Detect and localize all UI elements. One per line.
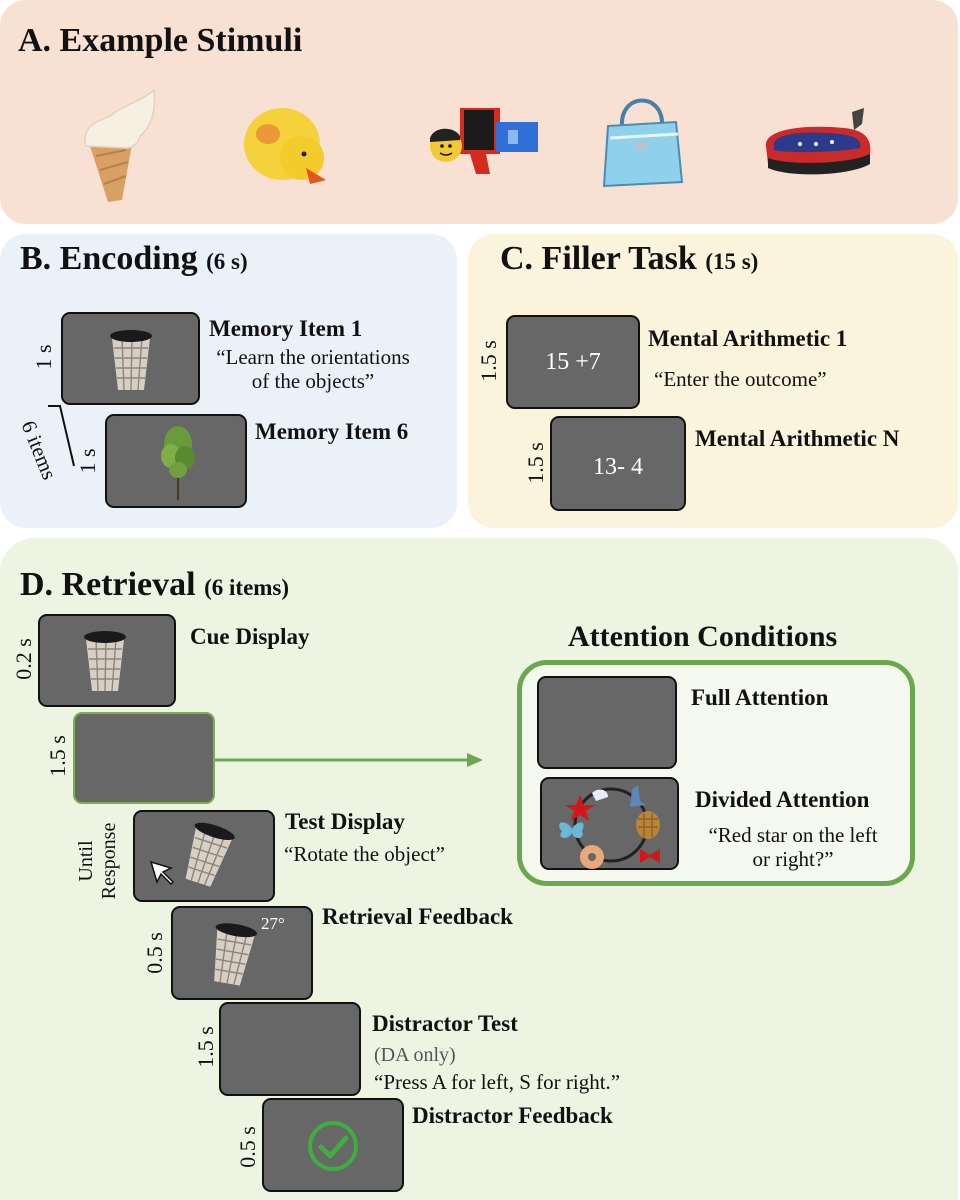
panel-d-title: D. Retrieval (6 items)	[20, 566, 290, 603]
divided-attention-label: Divided Attention	[695, 787, 870, 812]
distractor-time: 1.5 s	[193, 1026, 218, 1068]
lego-figure-icon	[430, 108, 538, 174]
tree-icon	[161, 426, 195, 500]
arithmetic-1-screen: 15 +7	[506, 315, 640, 409]
distractor-test-screen	[219, 1002, 361, 1096]
panel-a-title: A. Example Stimuli	[18, 22, 303, 59]
checkmark-icon	[308, 1121, 358, 1171]
encoding-time-2: 1 s	[75, 448, 100, 474]
attention-arrow	[215, 753, 483, 767]
divided-attention-screen	[540, 777, 679, 870]
star-icon	[565, 795, 595, 821]
distractor-feedback-time: 0.5 s	[235, 1126, 260, 1168]
arithmetic-1-problem: 15 +7	[545, 349, 601, 375]
arithmetic-1-label: Mental Arithmetic 1	[648, 326, 848, 351]
cue-display-label: Cue Display	[190, 624, 310, 649]
arithmetic-n-problem: 13- 4	[593, 454, 643, 480]
attention-conditions-title: Attention Conditions	[568, 620, 838, 653]
bow-icon	[640, 849, 660, 863]
retrieval-feedback-screen: 27°	[171, 906, 313, 1000]
memory-item-1-screen	[61, 312, 200, 405]
distractor-prompt: “Press A for left, S for right.”	[374, 1070, 621, 1094]
ice-cream-icon	[84, 88, 156, 202]
distractor-da-only: (DA only)	[374, 1044, 456, 1066]
rotated-coffee-cup-icon	[185, 822, 235, 887]
distractor-test-label: Distractor Test	[372, 1011, 518, 1036]
encoding-time-1: 1 s	[31, 344, 56, 370]
arithmetic-time-1: 1.5 s	[476, 340, 501, 382]
cue-time: 0.2 s	[11, 638, 36, 680]
test-display-label: Test Display	[285, 809, 405, 834]
retrieval-feedback-label: Retrieval Feedback	[322, 904, 513, 929]
feedback-time: 0.5 s	[142, 932, 167, 974]
distractor-feedback-label: Distractor Feedback	[412, 1103, 613, 1128]
arithmetic-time-2: 1.5 s	[523, 442, 548, 484]
cursor-icon	[149, 860, 175, 886]
arithmetic-n-label: Mental Arithmetic N	[695, 426, 900, 451]
handbag-icon	[602, 98, 684, 188]
items-count-note: 6 items	[16, 417, 62, 483]
panel-c-title: C. Filler Task (15 s)	[500, 240, 759, 277]
blank-time: 1.5 s	[45, 735, 70, 777]
distractor-feedback-screen	[262, 1098, 404, 1192]
items-bracket	[48, 405, 75, 467]
memory-item-1-label: Memory Item 1	[209, 316, 363, 341]
butterfly-icon	[559, 822, 584, 839]
coffee-cup-icon	[110, 330, 152, 391]
bumper-car-icon	[765, 108, 871, 175]
memory-item-6-screen	[105, 414, 247, 508]
full-attention-label: Full Attention	[691, 685, 829, 710]
coffee-cup-icon	[84, 631, 126, 692]
divided-attention-display	[559, 785, 660, 869]
coffee-cup-icon	[214, 923, 258, 986]
panel-b-title: B. Encoding (6 s)	[20, 240, 248, 277]
full-attention-screen	[537, 676, 677, 769]
arithmetic-1-prompt: “Enter the outcome”	[654, 367, 827, 391]
cue-display-screen	[38, 614, 176, 707]
memory-item-6-label: Memory Item 6	[255, 419, 409, 444]
attention-condition-screen	[73, 712, 215, 804]
feedback-angle: 27°	[261, 914, 285, 933]
arithmetic-n-screen: 13- 4	[550, 416, 686, 511]
test-display-screen	[133, 810, 275, 902]
test-display-prompt: “Rotate the object”	[284, 842, 445, 866]
rubber-duck-icon	[244, 108, 326, 184]
